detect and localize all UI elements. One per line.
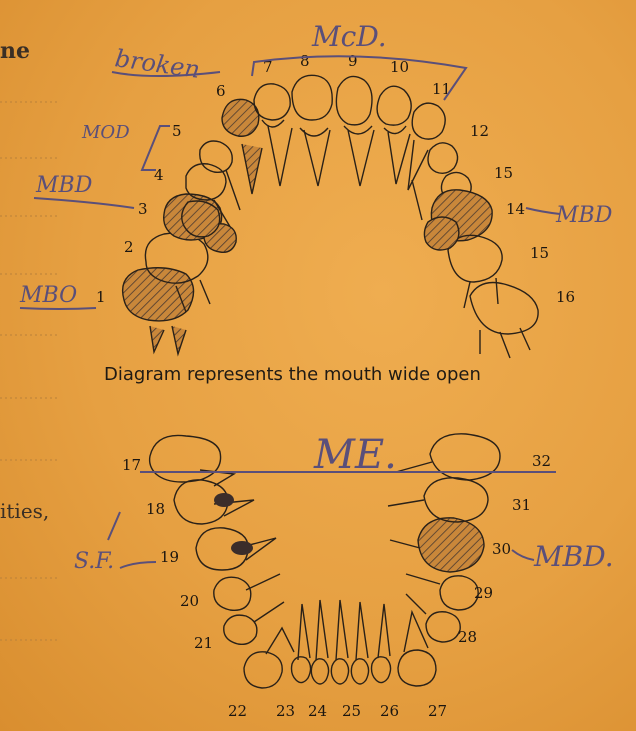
tooth-number: 27	[428, 702, 447, 720]
tooth-number: 2	[124, 238, 134, 256]
tooth-number: 4	[154, 166, 164, 184]
tooth-number: 12	[470, 122, 489, 140]
tooth-number: 23	[276, 702, 295, 720]
upper-arch	[123, 75, 539, 358]
tooth-number: 31	[512, 496, 531, 514]
tooth-30	[390, 518, 484, 572]
tooth-number: 29	[474, 584, 493, 602]
tooth-number: 26	[380, 702, 399, 720]
tooth-number: 16	[556, 288, 575, 306]
tooth-16	[470, 283, 538, 359]
tooth-22	[244, 628, 294, 688]
tooth-9	[336, 76, 374, 186]
annotation-sf-lines	[108, 512, 156, 568]
decay-mark-19	[231, 541, 253, 555]
tooth-number: 18	[146, 500, 165, 518]
tooth-number: 21	[194, 634, 213, 652]
tooth-21	[224, 602, 284, 644]
tooth-10	[377, 86, 411, 184]
tooth-number: 22	[228, 702, 247, 720]
tooth-number: 1	[96, 288, 106, 306]
annotation-mbd-30: MBD.	[533, 540, 614, 573]
tooth-number: 25	[342, 702, 361, 720]
tooth-7	[254, 84, 292, 186]
annotation-underline	[34, 198, 134, 208]
tooth-number: 14	[506, 200, 525, 218]
tooth-1	[123, 268, 194, 354]
annotation-arrow	[512, 550, 534, 560]
tooth-number: 8	[300, 52, 310, 70]
tooth-26	[351, 602, 368, 684]
tooth-number: 15	[530, 244, 549, 262]
tooth-number: 15	[494, 164, 513, 182]
annotation-mod: MOD	[81, 122, 130, 143]
diagram-caption: Diagram represents the mouth wide open	[104, 364, 481, 385]
tooth-cluster-left	[182, 201, 220, 237]
tooth-number: 24	[308, 702, 327, 720]
tooth-number: 17	[122, 456, 141, 474]
tooth-number: 20	[180, 592, 199, 610]
annotation-bracket-mod	[142, 126, 170, 170]
annotation-mbo-1: MBO	[19, 283, 77, 308]
tooth-number: 9	[348, 52, 358, 70]
tooth-number: 3	[138, 200, 148, 218]
tooth-cluster-right	[424, 217, 459, 250]
tooth-23	[292, 604, 311, 683]
margin-text-middle: ities,	[0, 499, 49, 523]
tooth-31	[388, 478, 488, 522]
tooth-24	[311, 600, 328, 684]
annotation-arrow	[526, 208, 560, 214]
tooth-number: 5	[172, 122, 182, 140]
annotation-mcd: McD.	[311, 20, 387, 53]
decay-mark-18	[214, 493, 234, 507]
tooth-27	[372, 604, 391, 683]
pencil-annotations: broken McD. MOD MBD MBO MBD ME. S.F. MBD…	[19, 20, 614, 574]
tooth-25	[331, 600, 348, 684]
annotation-underline	[20, 308, 96, 309]
tooth-number: 19	[160, 548, 179, 566]
annotation-mbd-14: MBD	[555, 203, 613, 228]
tooth-number: 32	[532, 452, 551, 470]
tooth-32	[396, 434, 500, 480]
tooth-28	[398, 612, 436, 686]
tooth-11	[408, 103, 445, 190]
annotation-broken: broken	[113, 44, 202, 84]
tooth-number: 10	[390, 58, 409, 76]
annotation-sf: S.F.	[74, 549, 114, 574]
margin-text-top: ne	[0, 38, 30, 64]
tooth-20	[214, 574, 280, 610]
tooth-15	[448, 235, 502, 308]
tooth-18	[174, 480, 254, 524]
tooth-8	[292, 75, 332, 186]
tooth-number: 28	[458, 628, 477, 646]
tooth-17	[150, 435, 234, 486]
tooth-number: 6	[216, 82, 226, 100]
annotation-mbd-3: MBD	[35, 173, 93, 198]
tooth-number: 30	[492, 540, 511, 558]
